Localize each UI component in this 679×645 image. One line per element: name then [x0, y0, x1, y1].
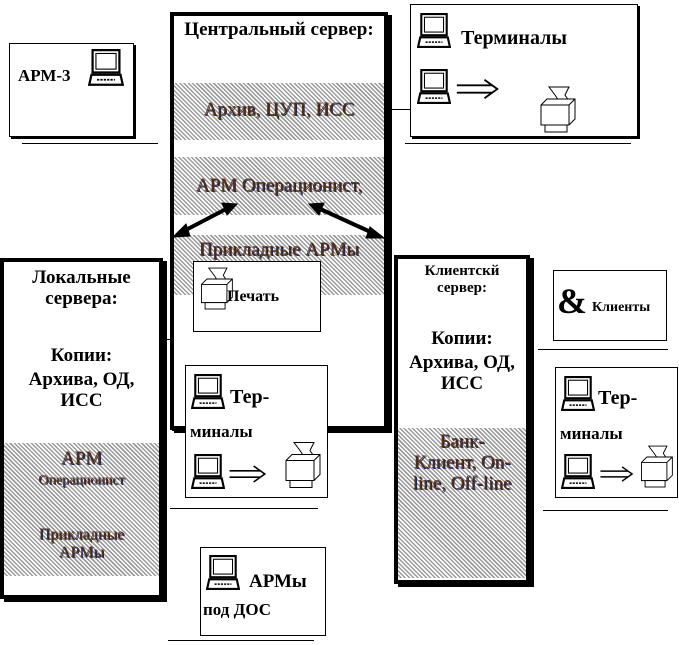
computer-icon [561, 376, 595, 412]
terminals-right-line1: Тер- [598, 387, 638, 409]
local-servers-title: Локальные сервера: [32, 267, 131, 309]
bidirectional-arrow-left [171, 202, 239, 238]
separator-line [543, 510, 668, 511]
print-box: Печать [193, 261, 321, 332]
computer-icon [417, 69, 451, 105]
terminals-top-label: Терминалы [461, 27, 567, 49]
arm3-label: АРМ-3 [18, 66, 71, 85]
client-server-box: Клиентскй сервер: Копии: Архива, ОД, ИСС… [394, 255, 530, 584]
computer-icon [206, 555, 240, 591]
central-band-archive: Архив, ЦУП, ИСС [203, 99, 355, 120]
terminals-mid-box: Тер- миналы [185, 365, 328, 498]
print-label: Печать [227, 288, 280, 305]
hatched-band: АРМ Операционист, [174, 157, 384, 215]
hatched-band: Банк-Клиент, On-line, Off-line [398, 428, 526, 578]
local-copies-title: Копии: [50, 345, 113, 366]
bidirectional-arrow-right [307, 202, 386, 239]
terminals-mid-line2: миналы [190, 422, 253, 441]
terminals-top-box: Терминалы [410, 4, 638, 137]
connector-line [387, 109, 411, 110]
arm-dos-line2: под ДОС [203, 600, 272, 619]
separator-line [405, 143, 631, 144]
computer-icon [191, 454, 225, 490]
arrow-right-icon [599, 463, 635, 485]
client-copies: Архива, ОД, ИСС [409, 352, 515, 394]
client-band: Банк-Клиент, On-line, Off-line [412, 431, 512, 494]
separator-line [168, 640, 314, 641]
local-copies: Архива, ОД, ИСС [28, 369, 135, 411]
separator-line [22, 143, 158, 144]
local-servers-box: Локальные сервера: Копии: Архива, ОД, ИС… [0, 258, 163, 599]
central-band-applied: Прикладные АРМы [198, 239, 360, 260]
local-band-applied: Прикладные АРМы [38, 526, 125, 561]
clients-box: & Клиенты [553, 270, 667, 341]
client-server-title: Клиентскй сервер: [424, 263, 500, 296]
separator-line [170, 508, 318, 509]
hatched-band: АРМ Операционист Прикладные АРМы [4, 443, 159, 576]
arm3-box: АРМ-3 [9, 43, 134, 137]
local-band-operator: Операционист [38, 473, 125, 488]
computer-icon [88, 49, 124, 87]
central-server-title: Центральный сервер: [184, 19, 374, 40]
printer-icon [636, 440, 676, 494]
local-band-arm: АРМ [60, 448, 103, 469]
arm-dos-box: АРМы под ДОС [200, 547, 326, 636]
terminals-right-box: Тер- миналы [555, 367, 678, 498]
printer-icon [280, 438, 324, 493]
computer-icon [417, 13, 451, 49]
client-copies-title: Копии: [431, 328, 493, 349]
arrow-right-icon [455, 77, 501, 101]
computer-icon [561, 454, 595, 490]
arrow-right-icon [228, 463, 268, 485]
terminals-mid-line1: Тер- [230, 386, 270, 408]
arm-dos-line1: АРМы [249, 571, 307, 592]
hatched-band: Архив, ЦУП, ИСС [174, 83, 384, 140]
separator-line [538, 349, 668, 350]
clients-label: Клиенты [592, 300, 651, 315]
central-band-operator: АРМ Операционист, [195, 175, 363, 196]
computer-icon [191, 374, 225, 410]
printer-icon [535, 85, 579, 135]
ampersand-icon: & [557, 281, 587, 321]
terminals-right-line2: миналы [560, 424, 623, 443]
